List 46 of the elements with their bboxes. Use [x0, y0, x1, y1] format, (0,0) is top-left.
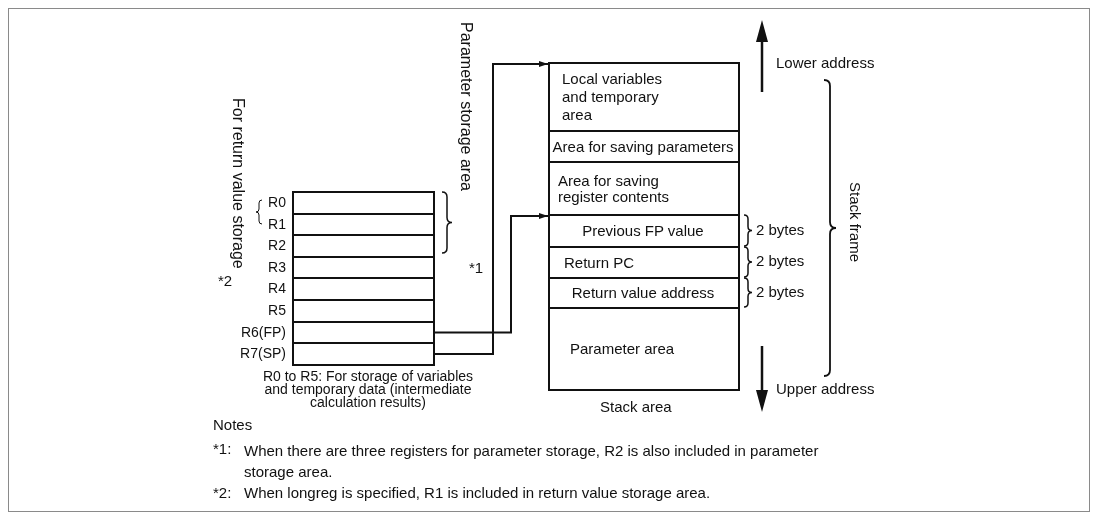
connector-arrow: [434, 61, 549, 355]
connector-arrow: [434, 213, 549, 334]
footnote-mark: *1: [469, 259, 484, 277]
description-text: R0 to R5: For storage of variables and temporary data (intermediate calculation results): [261, 370, 475, 409]
register-name: R0: [268, 194, 286, 210]
cell-text: Return PC: [564, 253, 635, 272]
notes-heading: Notes: [213, 416, 253, 434]
register-name: R1: [268, 215, 286, 232]
vertical-label: Stack frame: [846, 182, 864, 263]
size-label: 2 bytes: [756, 283, 805, 301]
stack-cell: [548, 62, 740, 132]
cell-text: Return value address: [571, 284, 715, 302]
vertical-label: Parameter storage area: [457, 22, 476, 191]
size-label: 2 bytes: [756, 221, 805, 239]
vertical-label: For return value storage: [229, 98, 248, 269]
register-name: R5: [268, 302, 286, 318]
caption: Stack area: [600, 398, 672, 416]
footnote-mark: *2: [218, 272, 233, 290]
stack-cell: [548, 307, 740, 391]
cell-text: Area for saving register contents: [558, 172, 670, 205]
register-name: R2: [268, 237, 286, 254]
register-row: [292, 191, 435, 215]
stack-cell: [548, 246, 740, 279]
stack-cell: [548, 214, 740, 248]
register-row: [292, 234, 435, 258]
stack-cell: [548, 277, 740, 309]
cell-text: Previous FP value: [582, 222, 704, 240]
stack-cell: [548, 161, 740, 216]
size-label: 2 bytes: [756, 252, 805, 270]
cell-text: Area for saving parameters: [552, 137, 734, 156]
register-name: R3: [268, 258, 286, 275]
cell-text: Local variables and temporary area: [562, 70, 664, 124]
register-row: [292, 342, 435, 366]
cell-text: Parameter area: [570, 340, 675, 358]
register-name: R4: [268, 280, 286, 297]
register-name: R7(SP): [240, 345, 286, 362]
footnote-mark: *2:: [213, 484, 232, 502]
footnote-mark: *1:: [213, 440, 232, 458]
register-row: [292, 277, 435, 301]
stack-cell: [548, 130, 740, 163]
address-label: Lower address: [776, 54, 875, 72]
note-text: When there are three registers for parameter storage, R2 is also included in parameter storage area.: [244, 441, 820, 482]
note-text: When longreg is specified, R1 is included in return value storage area.: [244, 484, 711, 502]
address-label: Upper address: [776, 380, 875, 398]
register-name: R6(FP): [240, 323, 286, 340]
register-row: [292, 299, 435, 323]
